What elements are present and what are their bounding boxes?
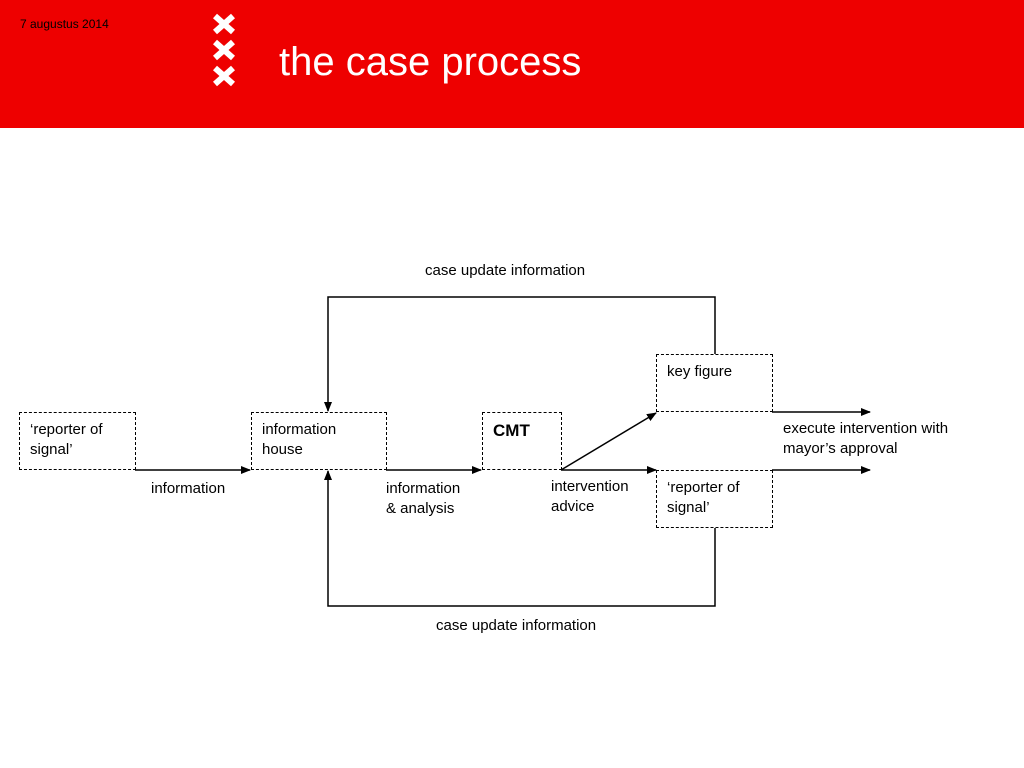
box-line: ‘reporter of <box>30 421 103 438</box>
reporter-of-signal-box-right: ‘reporter of signal’ <box>656 470 773 528</box>
box-line: ‘reporter of <box>667 479 740 496</box>
loop-bottom <box>324 470 716 607</box>
date-label: 7 augustus 2014 <box>20 17 109 31</box>
arrow-cmt-to-key-figure <box>560 412 657 471</box>
label-line: execute intervention with <box>783 420 949 437</box>
box-line: house <box>262 441 303 458</box>
header-banner: 7 augustus 2014 the case process <box>0 0 1024 128</box>
loop-top <box>324 296 716 412</box>
label-line: mayor’s approval <box>783 440 898 457</box>
label-line: & analysis <box>386 500 455 517</box>
reporter-of-signal-box-left: ‘reporter of signal’ <box>19 412 136 470</box>
information-house-box: information house <box>251 412 387 470</box>
intervention-advice-label: intervention advice <box>551 477 629 517</box>
key-figure-box: key figure <box>656 354 773 412</box>
three-crosses-logo-icon <box>213 13 235 87</box>
key-figure-label: key figure <box>667 363 733 380</box>
label-line: advice <box>551 498 595 515</box>
case-update-label-bottom: case update information <box>436 617 597 634</box>
box-line: signal’ <box>667 499 710 516</box>
cmt-box: CMT <box>482 412 562 470</box>
information-analysis-label: information & analysis <box>386 479 460 519</box>
page-title: the case process <box>279 40 582 84</box>
information-label: information <box>151 480 226 497</box>
label-line: information <box>386 480 461 497</box>
case-update-label-top: case update information <box>425 262 586 279</box>
label-line: intervention <box>551 478 629 495</box>
box-line: information <box>262 421 337 438</box>
execute-intervention-label: execute intervention with mayor’s approv… <box>783 419 948 459</box>
cmt-label: CMT <box>493 421 530 440</box>
box-line: signal’ <box>30 441 73 458</box>
